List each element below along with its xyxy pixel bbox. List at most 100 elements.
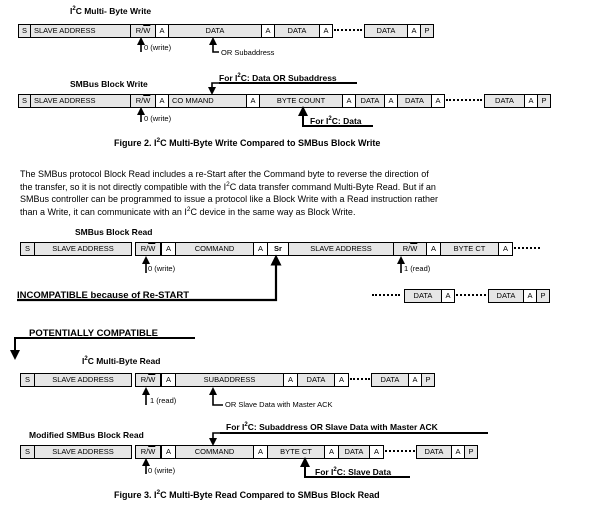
figure-2-caption: Figure 2. I2C Multi-Byte Write Compared … — [114, 137, 381, 148]
frame-cell-rw: R/W — [135, 242, 161, 256]
frame-cell-ack: A — [324, 445, 339, 459]
read-bit-note: 1 (read) — [150, 396, 177, 405]
smbus-write-top-annotation: For I2C: Data OR Subaddress — [219, 73, 337, 83]
write-bit-note: 0 (write) — [144, 114, 172, 123]
frame-cell-stop: P — [464, 445, 478, 459]
frame-cell-data: DATA — [274, 24, 320, 38]
frame-cell-ack: A — [384, 94, 398, 108]
frame-cell-stop: P — [536, 289, 550, 303]
slave-data-note: OR Slave Data with Master ACK — [225, 400, 333, 409]
frame-cell-ack: A — [155, 24, 169, 38]
continuation-dots — [456, 294, 486, 296]
frame-cell-ack: A — [161, 445, 176, 459]
modified-smbus-read-title: Modified SMBus Block Read — [29, 430, 144, 440]
frame-cell-stop: P — [421, 373, 435, 387]
up-arrow — [209, 37, 219, 53]
frame-cell-repeated-start: Sr — [267, 242, 289, 256]
frame-cell-rw: R/W — [130, 24, 156, 38]
frame-cell-slave-address: SLAVE ADDRESS — [34, 242, 132, 256]
frame-cell-byte-count: BYTE COUNT — [259, 94, 343, 108]
smbus-block-read-title: SMBus Block Read — [75, 227, 153, 237]
frame-cell-data: DATA — [168, 24, 262, 38]
frame-cell-data: DATA — [404, 289, 442, 303]
frame-cell-rw: R/W — [393, 242, 427, 256]
frame-cell-ack: A — [253, 242, 268, 256]
frame-cell-rw: R/W — [135, 373, 161, 387]
potentially-compatible-label: POTENTIALLY COMPATIBLE — [29, 328, 158, 339]
frame-cell-ack: A — [407, 24, 421, 38]
frame-cell-ack: A — [253, 445, 268, 459]
figure-3-caption: Figure 3. I2C Multi-Byte Read Compared t… — [114, 489, 380, 500]
frame-cell-ack: A — [431, 94, 445, 108]
frame-cell-data: DATA — [484, 94, 525, 108]
frame-cell-ack: A — [342, 94, 356, 108]
up-arrow — [209, 387, 223, 406]
frame-cell-data: DATA — [364, 24, 408, 38]
down-arrow — [209, 432, 220, 446]
frame-cell-ack: A — [369, 445, 384, 459]
paragraph-line: SMBus controller can be programmed to is… — [20, 194, 439, 204]
frame-cell-ack: A — [155, 94, 169, 108]
frame-cell-ack: A — [498, 242, 513, 256]
frame-cell-stop: P — [420, 24, 434, 38]
smbus-write-bottom-annotation: For I2C: Data — [310, 116, 362, 126]
i2c-multibyte-read-title: I2C Multi-Byte Read — [82, 356, 161, 366]
frame-cell-ack: A — [161, 242, 176, 256]
paragraph-line: the transfer, so it is not directly comp… — [20, 180, 436, 192]
frame-cell-rw: R/W — [130, 94, 156, 108]
frame-cell-ack: A — [451, 445, 465, 459]
frame-cell-ack: A — [334, 373, 349, 387]
frame-cell-data: DATA — [338, 445, 370, 459]
frame-cell-subaddress: SUBADDRESS — [175, 373, 284, 387]
frame-cell-slave-address: SLAVE ADDRESS — [288, 242, 394, 256]
frame-cell-command: COMMAND — [175, 242, 254, 256]
frame-cell-data: DATA — [397, 94, 432, 108]
frame-cell-start: S — [20, 373, 35, 387]
frame-cell-command: COMMAND — [175, 445, 254, 459]
frame-cell-ack: A — [161, 373, 176, 387]
down-arrow — [208, 82, 219, 95]
frame-cell-rw: R/W — [135, 445, 161, 459]
frame-cell-ack: A — [426, 242, 441, 256]
paragraph-line: than a Write, it can communicate with an… — [20, 205, 356, 217]
smbus-block-write-title: SMBus Block Write — [70, 79, 148, 89]
frame-cell-slave-address: SLAVE ADDRESS — [34, 373, 132, 387]
continuation-dots — [372, 294, 400, 296]
frame-cell-data: DATA — [488, 289, 524, 303]
frame-cell-data: DATA — [371, 373, 409, 387]
frame-cell-byte-count: BYTE CT — [440, 242, 499, 256]
frame-cell-data: DATA — [355, 94, 385, 108]
frame-cell-ack: A — [523, 289, 537, 303]
frame-cell-ack: A — [261, 24, 275, 38]
read-bit-note: 1 (read) — [404, 264, 431, 273]
frame-cell-stop: P — [537, 94, 551, 108]
frame-cell-ack: A — [408, 373, 422, 387]
frame-cell-ack: A — [319, 24, 333, 38]
frame-cell-data: DATA — [297, 373, 335, 387]
continuation-dots — [385, 450, 415, 452]
paragraph-line: The SMBus protocol Block Read includes a… — [20, 169, 429, 179]
frame-cell-byte-count: BYTE CT — [267, 445, 325, 459]
continuation-dots — [446, 99, 482, 101]
frame-cell-start: S — [20, 445, 35, 459]
frame-cell-data: DATA — [416, 445, 452, 459]
frame-cell-slave-address: SLAVE ADDRESS — [30, 94, 131, 108]
frame-cell-ack: A — [441, 289, 455, 303]
frame-cell-command: CO MMAND — [168, 94, 247, 108]
continuation-dots — [334, 29, 362, 31]
modified-read-bottom-annotation: For I2C: Slave Data — [315, 467, 392, 477]
compatible-pointer — [10, 337, 195, 360]
frame-cell-slave-address: SLAVE ADDRESS — [34, 445, 132, 459]
frame-cell-ack: A — [246, 94, 260, 108]
modified-read-top-annotation: For I2C: Subaddress OR Slave Data with M… — [226, 422, 438, 432]
write-bit-note: 0 (write) — [144, 43, 172, 52]
subaddress-note: OR Subaddress — [221, 48, 275, 57]
frame-cell-ack: A — [283, 373, 298, 387]
body-paragraph: The SMBus protocol Block Read includes a… — [20, 168, 575, 218]
incompatible-label: INCOMPATIBLE because of Re-START — [17, 290, 190, 301]
write-bit-note: 0 (write) — [148, 264, 176, 273]
frame-cell-ack: A — [524, 94, 538, 108]
continuation-dots — [514, 247, 540, 249]
continuation-dots — [350, 378, 370, 380]
frame-cell-slave-address: SLAVE ADDRESS — [30, 24, 131, 38]
